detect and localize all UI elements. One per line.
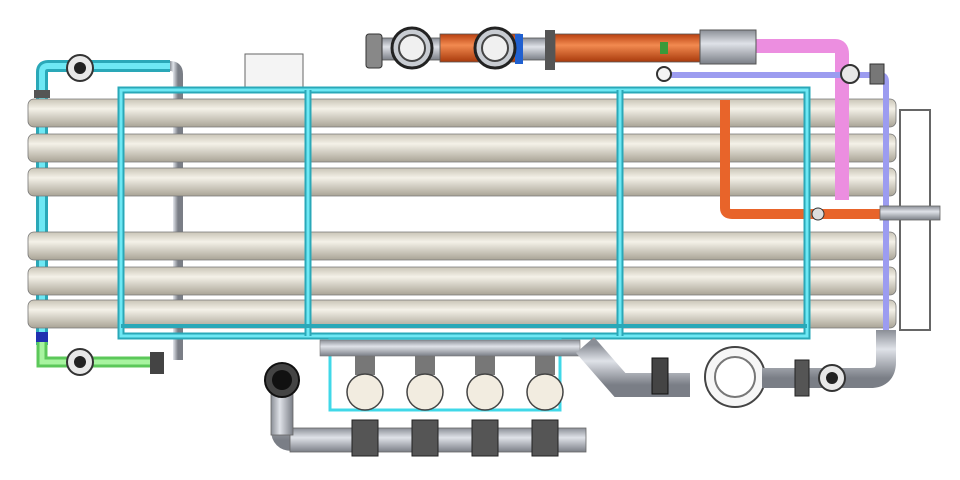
ball-valve (406, 340, 444, 457)
butterfly-valve (473, 26, 517, 70)
ball-valve (526, 340, 564, 457)
membrane-tube (27, 231, 897, 261)
pink-pipe (755, 39, 849, 200)
lower-header-pipe (319, 339, 581, 357)
skid-frame (117, 86, 811, 340)
flange-top-right (840, 64, 860, 84)
flange-bottom-right (818, 364, 846, 392)
drain-flange (264, 362, 300, 398)
valve-handwheel (656, 66, 672, 82)
flange-bottom-left (66, 348, 94, 376)
valve-top-right (869, 63, 885, 85)
flow-meter-ring (704, 346, 766, 408)
left-inlet-piping (34, 60, 183, 368)
membrane-tube (27, 167, 897, 197)
return-pipe (762, 330, 896, 388)
check-valve (651, 357, 669, 395)
valve-bottom-left (150, 352, 164, 374)
ball-valve (346, 340, 384, 457)
right-outlet-pipe (879, 205, 941, 221)
membrane-tube (27, 299, 897, 329)
membrane-tube (27, 133, 897, 163)
ball-valve (466, 340, 504, 457)
valve-bottom-right (794, 359, 810, 397)
membrane-tube (27, 266, 897, 296)
gauge-icon (811, 207, 825, 221)
membrane-tubes (27, 98, 897, 329)
valve-stem (660, 42, 668, 54)
flange-top-left (66, 54, 94, 82)
control-box (244, 53, 304, 91)
butterfly-valve (390, 26, 434, 70)
orange-pipe-right (720, 100, 890, 219)
outlet-elbow-pipe (575, 337, 690, 397)
membrane-tube (27, 98, 897, 128)
